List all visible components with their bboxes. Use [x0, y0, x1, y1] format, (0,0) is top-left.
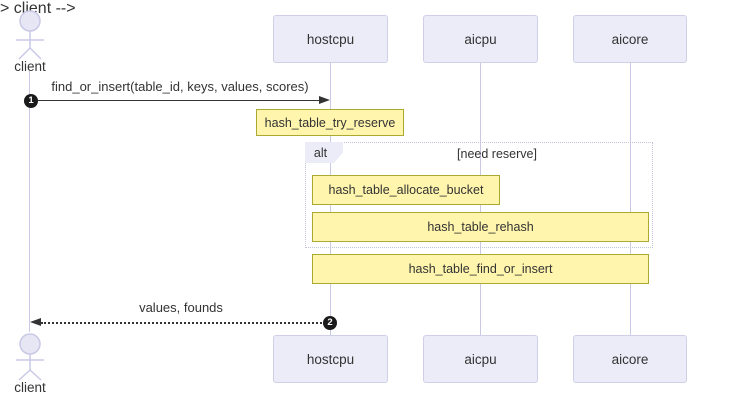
alt-fragment: alt [need reserve]: [305, 142, 653, 248]
note-hash-table-try-reserve: hash_table_try_reserve: [256, 109, 404, 136]
sequence-number-badge-2: 2: [323, 316, 337, 330]
participant-aicpu-bottom: aicpu: [423, 335, 538, 383]
note-hash-table-find-or-insert: hash_table_find_or_insert: [312, 254, 649, 284]
participant-hostcpu-bottom: hostcpu: [273, 335, 388, 383]
note-hash-table-allocate-bucket: hash_table_allocate_bucket: [312, 175, 500, 205]
message-label-find-or-insert: find_or_insert(table_id, keys, values, s…: [51, 79, 309, 94]
message-line-values-founds: [41, 322, 322, 324]
arrowhead-left-icon: [30, 318, 41, 326]
lifeline-client: [29, 71, 30, 332]
actor-figure-icon: [16, 10, 44, 60]
note-hash-table-rehash: hash_table_rehash: [312, 212, 649, 242]
participant-aicore-bottom: aicore: [573, 335, 687, 383]
actor-label-client-top: client: [14, 59, 46, 74]
lifeline-aicore: [630, 63, 631, 335]
actor-label-client-bottom: client: [14, 380, 46, 395]
message-label-values-founds: values, founds: [139, 300, 223, 315]
arrowhead-right-icon: [319, 96, 330, 104]
alt-fragment-operator: alt: [305, 142, 343, 163]
participant-hostcpu-top: hostcpu: [273, 15, 388, 63]
alt-fragment-condition: [need reserve]: [457, 147, 537, 161]
participant-aicpu-top: aicpu: [423, 15, 538, 63]
sequence-number-badge-1: 1: [24, 94, 38, 108]
participant-aicore-top: aicore: [573, 15, 687, 63]
message-line-find-or-insert: [38, 100, 320, 101]
actor-figure-icon: [16, 333, 44, 381]
